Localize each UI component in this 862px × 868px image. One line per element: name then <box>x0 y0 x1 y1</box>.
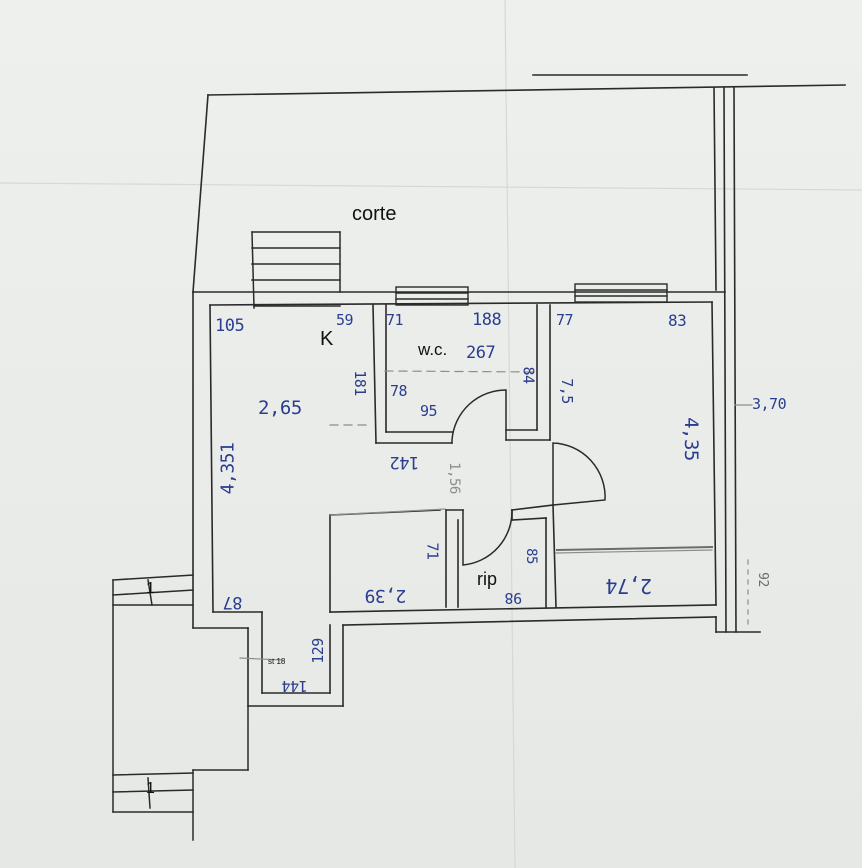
dimension-label: 71 <box>423 542 442 560</box>
door-swings <box>451 389 606 566</box>
stair-step-number: 1 <box>146 780 155 797</box>
room-label-wc: w.c. <box>418 340 448 359</box>
dimension-label: 142 <box>390 452 420 472</box>
courtyard-stairs <box>251 231 341 309</box>
outer-walls <box>192 291 726 707</box>
wc-walls <box>372 304 551 444</box>
courtyard-boundary <box>192 74 846 633</box>
dimension-label: 59 <box>336 311 354 329</box>
dimension-label: 85 <box>522 548 539 564</box>
rip-walls <box>445 504 557 608</box>
dimension-label: 3,70 <box>752 395 787 413</box>
dimension-label: 95 <box>420 402 438 420</box>
dimension-label: 2,39 <box>365 585 407 606</box>
dimension-label: 144 <box>282 677 308 695</box>
dimension-label: 83 <box>668 311 687 330</box>
dimension-label: 78 <box>390 382 408 400</box>
dimension-label: 92 <box>754 572 770 587</box>
dimension-label: 98 <box>505 589 523 607</box>
dimension-label: 1,56 <box>445 462 462 494</box>
dimension-label: 4,351 <box>217 442 239 495</box>
dimension-label: 181 <box>350 370 369 396</box>
dimension-label: 105 <box>215 316 245 336</box>
dimension-label: 84 <box>519 366 538 384</box>
left-external-stairs <box>112 574 249 841</box>
room-label-rip: rip <box>477 569 498 589</box>
dimension-label: 267 <box>466 343 496 363</box>
dimension-label: 77 <box>556 311 574 329</box>
room-label-courtyard: corte <box>352 203 397 225</box>
stair-step-number: 1 <box>146 580 155 597</box>
dimension-label: 2,65 <box>258 397 302 419</box>
dimension-label: 71 <box>386 311 404 329</box>
dimension-label: 87 <box>223 592 243 612</box>
dimension-label: 7,5 <box>557 378 576 404</box>
dimension-label: 4,35 <box>679 417 702 461</box>
dimension-label: 188 <box>472 310 502 330</box>
room-label-kitchen: K <box>320 328 334 350</box>
windows <box>395 283 668 306</box>
dimension-label: 129 <box>308 638 327 664</box>
dimension-label: 2,74 <box>606 574 653 598</box>
stair-mark-label: st 18 <box>268 657 286 666</box>
pencil-marks <box>239 370 753 661</box>
